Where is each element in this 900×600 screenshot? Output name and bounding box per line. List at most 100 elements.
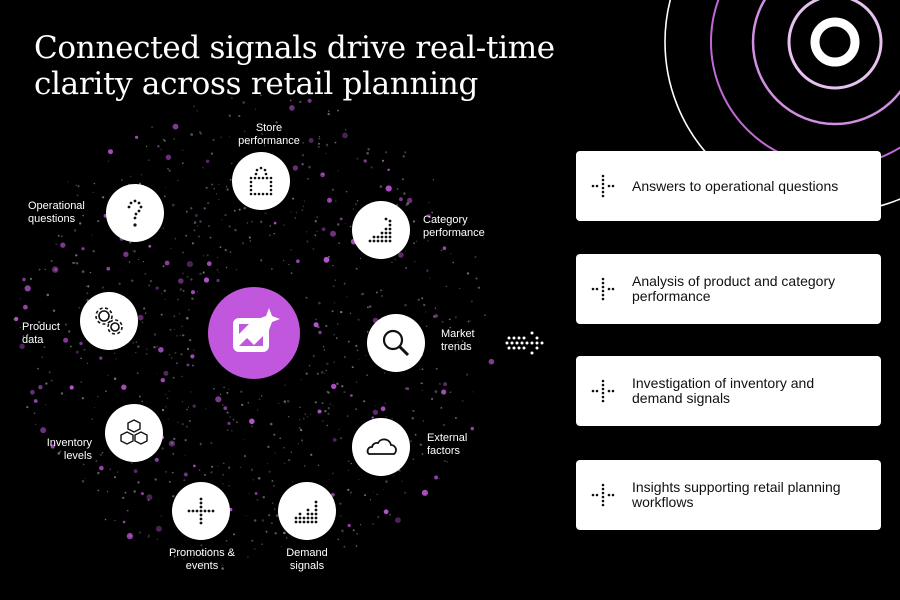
- particle-dot: [57, 234, 60, 237]
- particle-dot: [181, 401, 184, 403]
- particle-dot: [358, 358, 360, 360]
- particle-dot: [366, 151, 369, 155]
- particle-dot: [107, 160, 110, 162]
- particle-dot: [326, 390, 329, 393]
- particle-dot: [101, 286, 104, 289]
- particle-dot: [64, 323, 68, 326]
- node-inventory-levels: [105, 404, 163, 462]
- particle-dot: [474, 256, 477, 258]
- particle-dot: [161, 293, 162, 295]
- particle-dot: [331, 310, 334, 313]
- particle-dot: [318, 330, 322, 335]
- particle-dot: [60, 235, 63, 238]
- particle-dot: [219, 246, 222, 249]
- particle-dot: [145, 145, 148, 148]
- particle-dot: [337, 170, 339, 172]
- particle-dot: [434, 390, 438, 393]
- particle-dot: [193, 105, 195, 108]
- particle-dot: [129, 175, 132, 177]
- particle-dot: [303, 200, 305, 202]
- particle-dot: [192, 404, 196, 408]
- particle-dot: [275, 514, 279, 517]
- particle-dot: [327, 412, 330, 415]
- particle-dot: [218, 271, 220, 273]
- particle-dot: [229, 178, 232, 181]
- particle-dot: [248, 492, 250, 494]
- particle-dot: [218, 183, 220, 185]
- particle-dot: [423, 303, 426, 307]
- particle-dot: [163, 370, 169, 376]
- particle-dot: [384, 372, 386, 374]
- particle-dot: [182, 162, 184, 164]
- particle-dot: [268, 234, 271, 237]
- particle-dot: [283, 531, 286, 535]
- particle-dot: [326, 424, 328, 427]
- particle-dot: [229, 416, 231, 418]
- particle-dot: [35, 423, 37, 425]
- particle-dot: [392, 475, 394, 477]
- particle-dot: [176, 335, 179, 337]
- particle-dot: [180, 335, 182, 337]
- particle-dot: [198, 469, 201, 472]
- particle-dot: [215, 396, 222, 403]
- particle-dot: [131, 279, 134, 282]
- particle-dot: [278, 402, 280, 404]
- particle-dot: [176, 362, 178, 365]
- particle-dot: [106, 490, 109, 493]
- particle-dot: [325, 152, 327, 155]
- particle-dot: [421, 368, 424, 371]
- particle-dot: [165, 393, 167, 395]
- particle-dot: [286, 400, 290, 403]
- particle-dot: [339, 437, 343, 440]
- particle-dot: [389, 513, 392, 516]
- particle-dot: [227, 429, 229, 431]
- particle-dot: [398, 252, 404, 258]
- particle-dot: [387, 168, 390, 171]
- particle-dot: [75, 184, 77, 186]
- particle-dot: [318, 142, 320, 145]
- particle-dot: [77, 185, 80, 188]
- particle-dot: [301, 154, 305, 157]
- particle-dot: [232, 418, 235, 421]
- particle-dot: [343, 282, 346, 285]
- particle-dot: [37, 367, 39, 370]
- particle-dot: [228, 114, 231, 117]
- particle-dot: [199, 272, 202, 276]
- particle-dot: [190, 133, 193, 136]
- particle-dot: [160, 515, 162, 517]
- particle-dot: [147, 499, 150, 502]
- particle-dot: [172, 203, 175, 207]
- bar-chart-icon: [294, 500, 318, 524]
- particle-dot: [322, 420, 324, 422]
- particle-dot: [143, 307, 146, 310]
- particle-dot: [413, 242, 415, 245]
- particle-dot: [301, 439, 304, 442]
- output-card-operational-answers: Answers to operational questions: [576, 151, 881, 221]
- label-store-performance: Store performance: [238, 122, 300, 147]
- particle-dot: [365, 354, 367, 356]
- label-market-trends: Market trends: [441, 328, 475, 353]
- particle-dot: [261, 133, 264, 136]
- particle-dot: [50, 379, 53, 382]
- particle-dot: [38, 385, 43, 390]
- particle-dot: [254, 492, 258, 495]
- output-card-inventory-investigation: Investigation of inventory and demand si…: [576, 356, 881, 426]
- particle-dot: [169, 328, 172, 331]
- particle-dot: [272, 502, 274, 504]
- particle-dot: [164, 195, 166, 198]
- particle-dot: [73, 229, 77, 232]
- particle-dot: [246, 222, 249, 224]
- node-demand-signals: [278, 482, 336, 540]
- particle-dot: [337, 538, 340, 541]
- particle-dot: [343, 531, 345, 533]
- particle-dot: [46, 294, 48, 296]
- particle-dot: [324, 409, 327, 413]
- particle-dot: [290, 249, 292, 251]
- particle-dot: [222, 483, 224, 485]
- particle-dot: [299, 100, 302, 103]
- particle-dot: [298, 419, 301, 421]
- particle-dot: [261, 519, 265, 522]
- particle-dot: [349, 491, 352, 494]
- node-product-data: [80, 292, 138, 350]
- particle-dot: [135, 351, 137, 354]
